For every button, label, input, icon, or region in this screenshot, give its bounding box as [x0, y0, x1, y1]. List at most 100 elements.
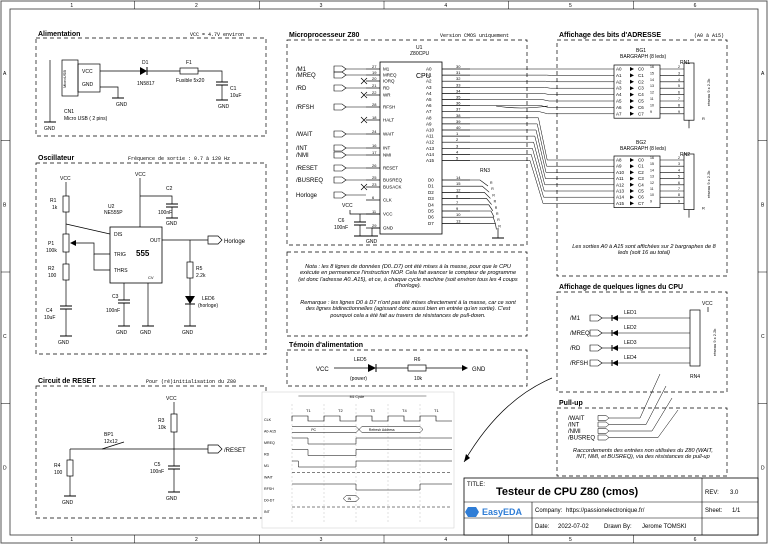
drawn-value: Jerome TOMSKI [642, 524, 687, 530]
cpu-pin-number: 12 [456, 187, 461, 192]
led-icon [630, 111, 634, 116]
pin-dis: DIS [114, 232, 123, 238]
c3-val: 100nF [106, 308, 120, 314]
cpulines-vcc: VCC [702, 301, 713, 307]
reset-title: Circuit de RESET [38, 378, 96, 385]
pulldown-r: R [498, 224, 501, 228]
u2-ref: U2 [108, 204, 115, 210]
bargraph-anode-label: A12 [616, 182, 625, 187]
timing-signal-label: MREQ [264, 441, 275, 445]
led-icon [612, 360, 618, 366]
timing-signal-label: RFSH [264, 487, 274, 491]
bg2-desc: BARGRAPH (8 leds) [620, 146, 666, 152]
pulldown-resistor [470, 192, 491, 199]
r4-ref: R4 [54, 463, 61, 469]
r1-val: 1k [52, 205, 58, 211]
pin-trig: TRIG [114, 252, 126, 258]
pin-number: 10 [650, 193, 654, 197]
border-row-label: A [3, 71, 7, 77]
address-bus-wire [470, 99, 614, 102]
pin-number: 13 [650, 84, 654, 88]
border-row-label: A [761, 71, 765, 77]
cpu-pin-number: 26 [372, 163, 377, 168]
bargraph-anode-label: A13 [616, 189, 625, 194]
cpu-pin-number: 27 [372, 64, 377, 69]
cpu-input-label: /NMI [296, 153, 309, 159]
section-cpulines: Affichage de quelques lignes du CPU VCC … [556, 284, 728, 393]
address-bus-wire [470, 135, 614, 179]
address-bus-wire [470, 148, 614, 192]
r4-val: 100 [54, 470, 63, 476]
pulldown-resistor [470, 210, 495, 218]
bargraph-anode-label: A0 [616, 67, 622, 72]
cpu-pin-number: 8 [456, 194, 459, 199]
net-flag-icon [589, 314, 603, 322]
cpu-address-pin: A6 [426, 103, 432, 108]
cpu-input-label: /RFSH [296, 105, 314, 111]
drawn-label: Drawn By: [604, 524, 632, 530]
led-icon [630, 182, 634, 187]
led-icon [630, 105, 634, 110]
c1-val: 10uF [230, 93, 241, 99]
cpu-pin-number: 2 [456, 137, 459, 142]
cpu-pin-label: HALT [383, 118, 394, 123]
cpu-pin-number: 29 [372, 223, 377, 228]
led-icon [630, 79, 634, 84]
cpuline-led-ref: LED2 [624, 325, 637, 331]
pin-number: 5 [678, 84, 680, 88]
address-bus-wire [470, 160, 614, 204]
bargraph-anode-label: A9 [616, 164, 622, 169]
cpu-pin-number: 39 [456, 119, 461, 124]
pullup-signal-label: /BUSREQ [568, 436, 595, 442]
pin-number: 7 [678, 97, 680, 101]
cpu-pin-number: 18 [372, 115, 377, 120]
section-alimentation: Alimentation VCC = 4.7V environ MicroUSB… [35, 31, 267, 137]
u2-chip-label: 555 [136, 249, 150, 258]
timing-state-label: T2 [338, 408, 343, 413]
border-col-label: 3 [320, 537, 323, 543]
pin-number: 6 [678, 91, 680, 95]
cpu-data-pin: D3 [428, 196, 434, 201]
cpu-address-pin: A14 [426, 152, 435, 157]
rn-common: R [702, 206, 705, 211]
cpu-input-label: /RESET [296, 166, 318, 172]
cpu-address-pin: A0 [426, 67, 432, 72]
alim-title: Alimentation [38, 31, 80, 38]
pin-number: 2 [678, 65, 680, 69]
pulldown-r: R [496, 212, 499, 216]
cpu-pin-number: 7 [456, 200, 459, 205]
company-label: Company: [535, 508, 563, 514]
cpu-pin-label: RESET [383, 166, 398, 171]
led-icon [630, 73, 634, 78]
cpu-address-pin: A9 [426, 121, 432, 126]
date-value: 2022-07-02 [558, 524, 589, 530]
border-col-label: 4 [444, 537, 447, 543]
cpuline-led-ref: LED1 [624, 310, 637, 316]
bargraph-cathode-label: C2 [638, 79, 644, 84]
cpulines-title: Affichage de quelques lignes du CPU [559, 284, 683, 291]
cpu-pin-number: 16 [372, 143, 377, 148]
bargraph-anode-label: A8 [616, 158, 622, 163]
cpuline-signal-label: /RD [570, 346, 581, 352]
r3-ref: R3 [158, 418, 165, 424]
sheet-value: 1/1 [732, 508, 741, 514]
bargraph-cathode-label: C2 [638, 170, 644, 175]
company-value[interactable]: https://passionelectronique.fr/ [566, 508, 645, 514]
led-icon [185, 296, 195, 304]
led-icon [612, 330, 618, 336]
cpu-pin-label: WAIT [383, 132, 394, 137]
cpu-pin-label: BUSREQ [383, 178, 403, 183]
u1-ref: U1 [416, 45, 423, 51]
cpu-pin-number: 6 [372, 195, 375, 200]
u2-val: NE555P [104, 210, 123, 216]
led-icon [630, 176, 634, 181]
cn1-gnd-pin: GND [82, 82, 94, 88]
pin-number: 5 [678, 175, 680, 179]
cpu-pin-number: 4 [456, 149, 459, 154]
osc-gnd-label: GND [182, 330, 194, 336]
timing-signal-label: CLK [264, 418, 272, 422]
led-icon [630, 99, 634, 103]
border-col-label: 6 [694, 537, 697, 543]
